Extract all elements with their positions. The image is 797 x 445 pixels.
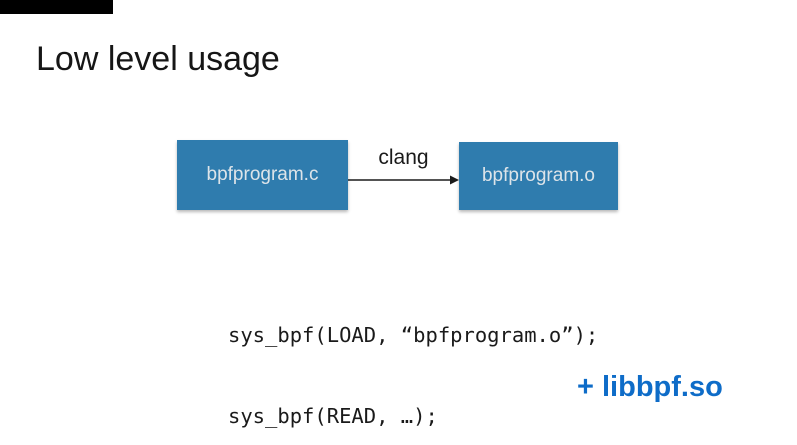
libbpf-note: + libbpf.so <box>577 371 723 403</box>
arrow-label: clang <box>378 146 429 169</box>
code-block: sys_bpf(LOAD, “bpfprogram.o”); sys_bpf(R… <box>228 268 598 445</box>
code-line: sys_bpf(READ, …); <box>228 404 438 428</box>
code-line: sys_bpf(LOAD, “bpfprogram.o”); <box>228 323 599 347</box>
source-file-box: bpfprogram.c <box>177 140 348 210</box>
corner-black-bar <box>0 0 113 14</box>
right-arrow-icon <box>348 175 459 185</box>
source-file-label: bpfprogram.c <box>206 164 319 185</box>
target-file-box: bpfprogram.o <box>459 142 618 210</box>
target-file-label: bpfprogram.o <box>481 165 595 186</box>
slide-title: Low level usage <box>36 40 280 78</box>
